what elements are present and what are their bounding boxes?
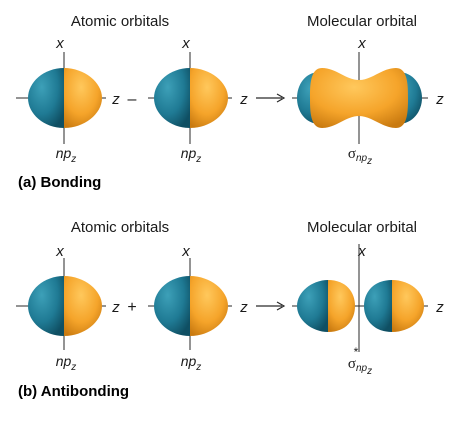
antibonding-atomic-orbital-2: x z npz — [148, 243, 248, 373]
z-axis-label: z — [111, 91, 120, 108]
x-axis-label: x — [55, 243, 64, 260]
z-axis-label: z — [239, 299, 248, 316]
z-axis-label: z — [435, 91, 444, 108]
bonding-section: Atomic orbitals Molecular orbital x z np… — [16, 13, 444, 191]
bonding-operator: – — [128, 91, 137, 108]
antibonding-atomic-orbital-1: x z npz — [16, 243, 120, 373]
teal-lobe — [28, 276, 64, 336]
orange-lobe — [328, 280, 355, 332]
bonding-molecular-header: Molecular orbital — [307, 13, 417, 30]
z-axis-label: z — [111, 299, 120, 316]
teal-lobe — [28, 68, 64, 128]
x-axis-label: x — [55, 35, 64, 52]
bonding-arrow — [256, 93, 286, 103]
bonding-molecular-orbital: x z σnpz — [292, 35, 444, 167]
x-axis-label: x — [357, 243, 366, 260]
antibonding-caption: (b) Antibonding — [18, 383, 129, 400]
antibonding-molecular-header: Molecular orbital — [307, 219, 417, 236]
bonding-atomic-orbital-2: x z npz — [148, 35, 248, 165]
z-axis-label: z — [435, 299, 444, 316]
orbital-label: npz — [56, 145, 77, 165]
x-axis-label: x — [181, 243, 190, 260]
orbital-label: npz — [181, 145, 202, 165]
teal-lobe — [364, 280, 392, 332]
antibonding-operator: + — [127, 299, 136, 316]
orange-lobe — [310, 68, 408, 128]
antibonding-arrow — [256, 301, 286, 311]
orange-lobe — [190, 68, 228, 128]
orange-lobe — [190, 276, 228, 336]
z-axis-label: z — [239, 91, 248, 108]
orbital-label: npz — [56, 353, 77, 373]
orange-lobe — [64, 68, 102, 128]
teal-lobe — [297, 280, 328, 332]
x-axis-label: x — [181, 35, 190, 52]
antibonding-star: * — [354, 345, 359, 359]
orange-lobe — [64, 276, 102, 336]
bonding-atomic-header: Atomic orbitals — [71, 13, 169, 30]
antibonding-section: Atomic orbitals Molecular orbital x z np… — [16, 219, 444, 400]
antibonding-atomic-header: Atomic orbitals — [71, 219, 169, 236]
bonding-atomic-orbital-1: x z npz — [16, 35, 120, 165]
orbital-label: npz — [181, 353, 202, 373]
bonding-caption: (a) Bonding — [18, 174, 101, 191]
antibonding-molecular-orbital: x z * σnpz — [292, 243, 444, 377]
sigma-star-label: σnpz — [348, 356, 372, 377]
sigma-label: σnpz — [348, 146, 372, 167]
teal-lobe — [154, 276, 190, 336]
teal-lobe — [154, 68, 190, 128]
x-axis-label: x — [357, 35, 366, 52]
orange-lobe — [392, 280, 424, 332]
